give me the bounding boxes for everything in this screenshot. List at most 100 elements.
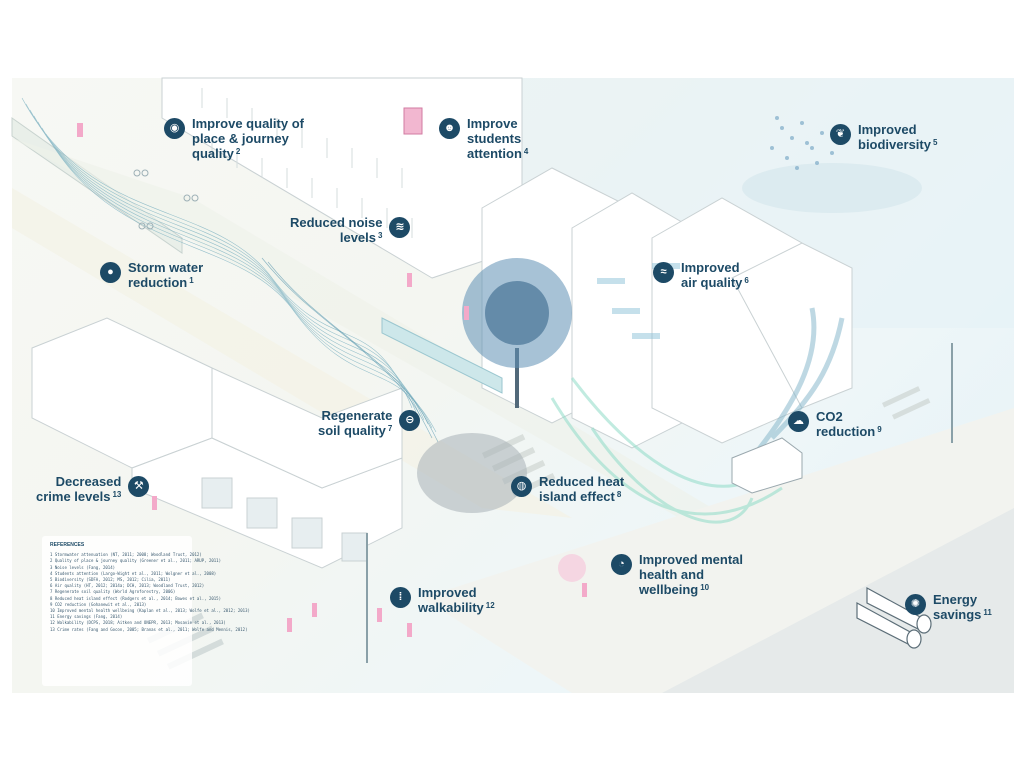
label-line: Decreased	[55, 474, 122, 489]
reference-number: 11	[983, 608, 992, 617]
right-ground	[662, 508, 1014, 693]
low-building-windows	[201, 477, 368, 562]
label-line: Improved	[858, 122, 917, 137]
thermometer-icon: ◍	[511, 476, 532, 497]
lightbulb-icon: ✺	[905, 594, 926, 615]
gavel-icon: ⚒	[128, 476, 150, 497]
label-line: place & journey	[192, 131, 289, 146]
camera-icon: ◉	[164, 118, 185, 139]
tree-canopy-core	[485, 281, 549, 345]
energy-pipes	[856, 586, 932, 649]
sound-icon: ≋	[389, 217, 411, 238]
label-line: health and	[639, 567, 705, 582]
label-line: soil quality	[318, 423, 386, 438]
label-line: Improve quality of	[192, 116, 304, 131]
reference-number: 7	[387, 424, 393, 433]
storm-water-waves	[21, 97, 437, 433]
heat-island-cloud	[417, 433, 527, 513]
van	[731, 437, 803, 494]
reference-item: 6 Air quality (HT, 2012; 2014a; DCH, 201…	[50, 583, 205, 589]
references-box: REFERENCES 1 Stormwater attenuation (NT,…	[42, 536, 250, 686]
label-line: wellbeing	[639, 582, 699, 597]
diagram-canvas: ◉ Improve quality of place & journey qua…	[11, 77, 1014, 693]
reference-item: 9 CO2 reduction (Gohanewit et al., 2013)	[50, 601, 147, 607]
water-drop-icon: ●	[100, 262, 121, 283]
label-line: Improved	[681, 260, 740, 275]
pedestrians	[77, 123, 587, 637]
reference-item: 8 Reduced heat island effect (Rodgers et…	[50, 595, 221, 601]
label-line: attention	[467, 146, 522, 161]
reference-item: 11 Energy savings (Fang, 2014)	[50, 614, 123, 620]
reference-number: 10	[700, 583, 710, 592]
label-line: Regenerate	[321, 408, 393, 423]
bicycles	[133, 169, 199, 230]
label-line: Energy	[933, 592, 978, 607]
isometric-street-scene	[11, 77, 1014, 693]
label-line: reduction	[128, 275, 188, 290]
reference-number: 4	[523, 147, 529, 156]
label-line: students	[467, 131, 522, 146]
pink-tree	[558, 554, 586, 582]
low-building	[31, 317, 403, 569]
soil-icon: ⊖	[399, 410, 421, 431]
reference-number: 3	[378, 231, 383, 240]
leaf-icon: ❦	[830, 124, 851, 145]
planter-box	[381, 317, 503, 394]
sidewalk-band	[12, 188, 572, 518]
tall-building-windows	[201, 88, 413, 238]
label-line: Storm water	[128, 260, 204, 275]
reference-number: 1	[189, 276, 194, 285]
label-improve-quality-of-place: ◉ Improve quality of place & journey qua…	[164, 116, 304, 161]
reference-number: 9	[877, 425, 882, 434]
reference-item: 1 Stormwater attenuation (NT, 2011; 2008…	[50, 552, 202, 558]
label-line: walkability	[418, 600, 484, 615]
label-line: air quality	[681, 275, 743, 290]
label-line: Reduced noise	[290, 215, 383, 230]
pink-window	[403, 107, 423, 135]
label-line: Reduced heat	[539, 474, 625, 489]
reference-number: 5	[932, 138, 938, 147]
cloud-icon: ☁	[788, 411, 809, 432]
main-road	[12, 138, 1014, 548]
label-line: CO2	[816, 409, 843, 424]
reference-number: 12	[485, 601, 495, 610]
label-line: reduction	[816, 424, 876, 439]
reference-item: 13 Crime rates (Fang and Gocon, 2005; Br…	[50, 626, 248, 632]
crosswalk-right	[882, 386, 931, 420]
person-icon: ☻	[439, 118, 460, 139]
label-line: savings	[933, 607, 982, 622]
reference-item: 2 Quality of place & journey quality (Gr…	[50, 558, 221, 564]
label-line: levels	[339, 230, 377, 245]
label-line: biodiversity	[858, 137, 931, 152]
reference-item: 12 Walkability (DCPS, 2018; Aitken and O…	[50, 620, 226, 626]
reference-number: 2	[235, 147, 241, 156]
label-line: quality	[192, 146, 234, 161]
label-line: Improved mental	[639, 552, 744, 567]
air-flow-lines	[750, 307, 845, 460]
label-line: island effect	[539, 489, 615, 504]
head-icon: ◔	[611, 554, 632, 575]
storm-water-waves-dark	[261, 257, 439, 443]
footprints-icon: ⁞	[390, 587, 411, 608]
reference-item: 7 Regenerate soil quality (World Agrofor…	[50, 589, 176, 595]
reference-number: 8	[616, 490, 622, 499]
label-line: Improve	[467, 116, 518, 131]
reference-item: 4 Students attention (Largo-Wight et al.…	[50, 570, 217, 576]
references-heading: REFERENCES	[50, 542, 85, 548]
label-line: crime levels	[36, 489, 111, 504]
reference-item: 10 Improved mental health wellbeing (Kap…	[50, 608, 250, 614]
reference-number: 6	[744, 276, 749, 285]
reference-item: 5 Biodiversity (SDFA, 2012; MS, 2012; Ci…	[50, 577, 171, 583]
